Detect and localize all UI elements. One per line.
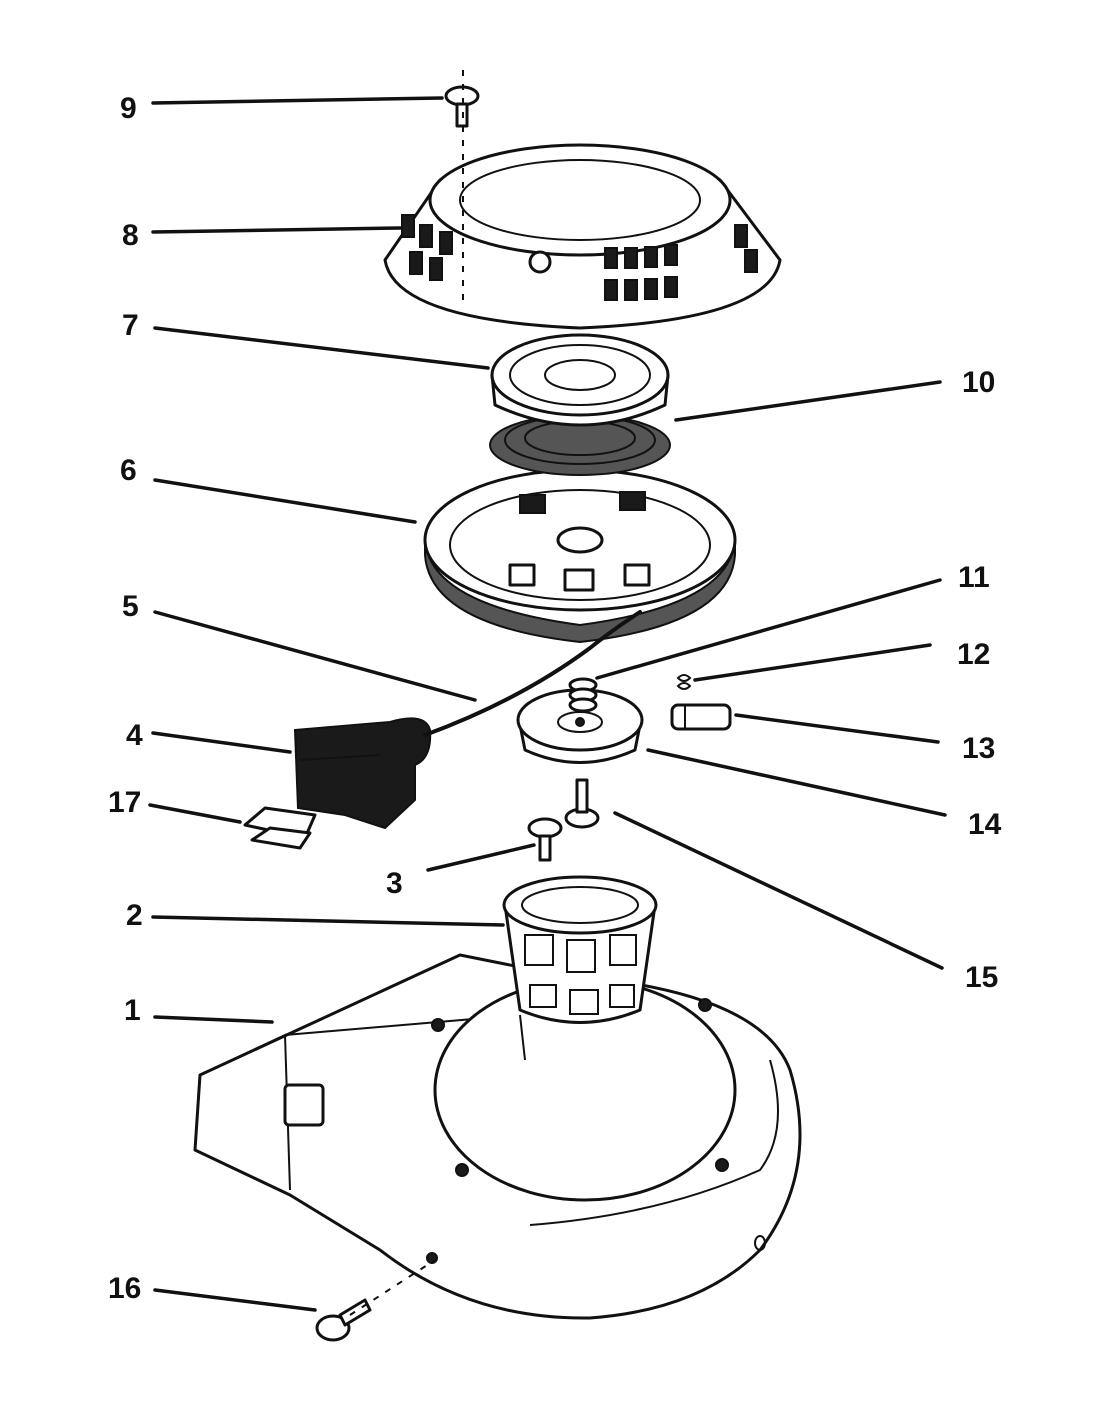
leader-7 xyxy=(153,326,490,370)
part-2-starter-cup xyxy=(502,875,658,1024)
callout-3: 3 xyxy=(386,867,403,900)
leader-10 xyxy=(674,380,942,422)
callout-13: 13 xyxy=(962,732,995,765)
part-13-pin xyxy=(670,703,732,731)
part-6-pulley xyxy=(423,468,737,644)
part-16-screw xyxy=(315,1298,372,1342)
part-5-rope xyxy=(423,610,642,737)
part-10-rewind-spring xyxy=(489,414,671,476)
leader-9 xyxy=(151,96,444,105)
leader-1 xyxy=(153,1015,274,1024)
leader-13 xyxy=(734,713,940,744)
callout-9: 9 xyxy=(120,92,137,125)
callout-11: 11 xyxy=(958,561,990,594)
leader-15 xyxy=(613,811,944,970)
leader-4 xyxy=(151,731,292,754)
callout-4: 4 xyxy=(126,719,143,752)
callout-12: 12 xyxy=(957,638,990,671)
leader-2 xyxy=(151,915,505,927)
part-15-screw xyxy=(564,778,600,829)
callout-1: 1 xyxy=(124,994,141,1027)
leader-12 xyxy=(693,643,932,682)
leader-14 xyxy=(646,748,947,817)
callout-labels: 1 2 3 4 5 6 7 8 9 10 11 12 13 14 15 16 1… xyxy=(108,92,1002,1305)
part-4-handle xyxy=(293,717,432,830)
callout-7: 7 xyxy=(122,309,139,342)
callout-17: 17 xyxy=(108,786,141,819)
leader-17 xyxy=(148,803,242,824)
callout-6: 6 xyxy=(120,454,137,487)
housing-axis xyxy=(349,1259,436,1316)
part-8-cover xyxy=(383,143,782,330)
part-3-screw xyxy=(527,817,563,862)
leader-3 xyxy=(426,843,536,872)
callout-16: 16 xyxy=(108,1272,141,1305)
callout-15: 15 xyxy=(965,961,998,994)
part-17-insert xyxy=(243,806,317,850)
leader-8 xyxy=(151,226,402,234)
part-12-small-spring xyxy=(676,674,692,690)
callout-14: 14 xyxy=(968,808,1002,841)
part-7-spring-retainer xyxy=(490,333,670,427)
part-1-blower-housing xyxy=(193,953,802,1320)
callout-10: 10 xyxy=(962,366,995,399)
leader-lines xyxy=(148,96,947,1312)
leader-5 xyxy=(153,610,477,702)
leader-6 xyxy=(153,478,417,524)
part-9-screw xyxy=(444,85,480,128)
callout-5: 5 xyxy=(122,590,139,623)
leader-16 xyxy=(153,1288,317,1312)
callout-8: 8 xyxy=(122,219,139,252)
part-11-spring xyxy=(568,677,598,713)
leader-11 xyxy=(595,578,942,680)
callout-2: 2 xyxy=(126,899,143,932)
